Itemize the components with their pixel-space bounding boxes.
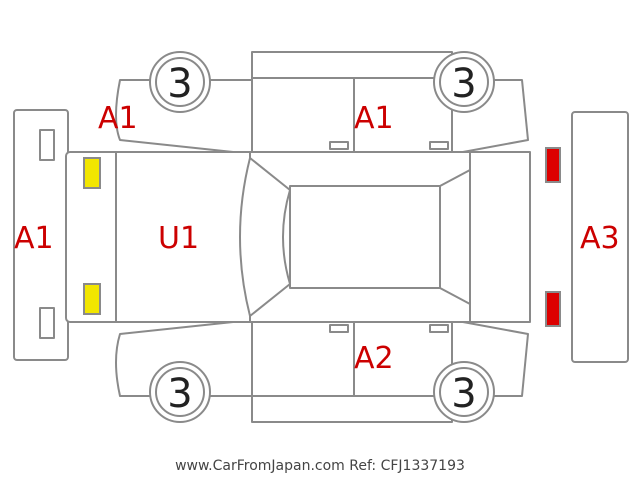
rear-bumper-panel bbox=[571, 111, 629, 363]
tire-rear-left: 3 bbox=[433, 51, 495, 113]
rear-left-taillight bbox=[545, 147, 561, 183]
bottom-front-door-handle bbox=[329, 324, 349, 333]
watermark-reference: www.CarFromJapan.com Ref: CFJ1337193 bbox=[175, 458, 465, 474]
roof-panel bbox=[289, 185, 441, 289]
tire-front-left-condition: 3 bbox=[167, 61, 192, 107]
damage-code-hood: U1 bbox=[158, 221, 199, 256]
top-front-door-handle bbox=[329, 141, 349, 150]
tire-front-left: 3 bbox=[149, 51, 211, 113]
top-roof-edge-panel bbox=[251, 51, 453, 79]
top-rear-door-handle bbox=[429, 141, 449, 150]
front-bumper-slot-bottom bbox=[39, 307, 55, 339]
rear-window bbox=[439, 169, 471, 305]
trunk-panel bbox=[469, 151, 531, 323]
bottom-roof-edge-panel bbox=[251, 395, 453, 423]
bottom-rear-door-handle bbox=[429, 324, 449, 333]
front-bumper-slot-top bbox=[39, 129, 55, 161]
damage-code-front-left-fender: A1 bbox=[98, 101, 138, 136]
damage-code-left-panel: A1 bbox=[14, 221, 54, 256]
tire-front-right-condition: 3 bbox=[167, 371, 192, 417]
windshield bbox=[239, 157, 291, 317]
top-doors-panel bbox=[251, 77, 453, 155]
bottom-doors-panel bbox=[251, 319, 453, 397]
damage-code-top-side: A1 bbox=[354, 101, 394, 136]
tire-rear-right-condition: 3 bbox=[451, 371, 476, 417]
tire-rear-left-condition: 3 bbox=[451, 61, 476, 107]
damage-code-bottom-side: A2 bbox=[354, 341, 394, 376]
damage-code-rear-panel: A3 bbox=[580, 221, 620, 256]
front-left-headlight bbox=[83, 157, 101, 189]
tire-front-right: 3 bbox=[149, 361, 211, 423]
tire-rear-right: 3 bbox=[433, 361, 495, 423]
rear-right-taillight bbox=[545, 291, 561, 327]
front-right-headlight bbox=[83, 283, 101, 315]
hood-panel bbox=[115, 151, 251, 323]
